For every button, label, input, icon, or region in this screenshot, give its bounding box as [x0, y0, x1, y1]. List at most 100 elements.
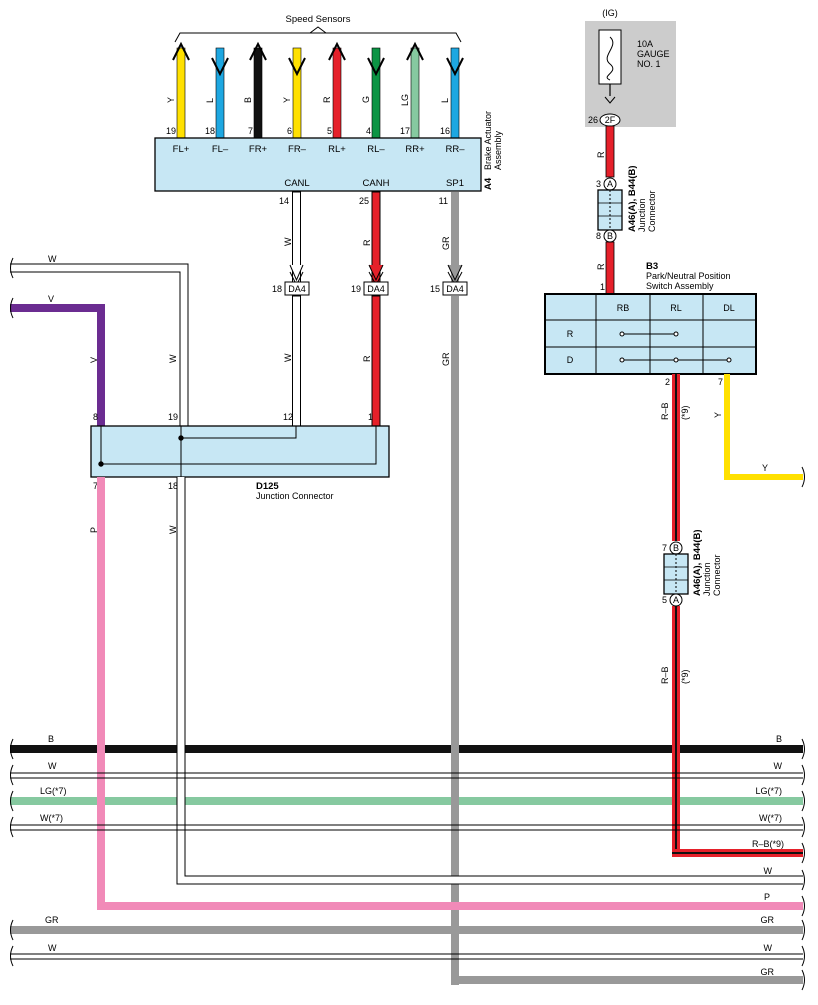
- d125-code: D125: [256, 481, 279, 492]
- jc-bottom-letter-a: A: [673, 595, 679, 605]
- jc-top-code: A46(A), B44(B): [627, 165, 638, 232]
- brake-actuator-name-2: Assembly: [493, 130, 503, 170]
- ig-label: (IG): [602, 8, 618, 18]
- pnp-name-2: Switch Assembly: [646, 281, 714, 291]
- speed-wire-color-2: L: [205, 98, 215, 103]
- sp1-terminal: SP1: [446, 178, 464, 189]
- d125-pin-7: 7: [93, 481, 98, 491]
- bus-b-right-label: B: [776, 734, 782, 744]
- bus-w1-left-label: W: [48, 761, 57, 771]
- d125-pin-19: 19: [168, 412, 178, 422]
- speed-wire-color-5: R: [322, 96, 332, 103]
- speed-sensors-bracket: [174, 26, 462, 43]
- canh-wire-color-top: R: [362, 239, 372, 246]
- bus-rb-right-label: R–B(*9): [752, 839, 784, 849]
- y-output-label: Y: [762, 463, 768, 473]
- p-wire: [97, 477, 803, 910]
- pnp-pin-7: 7: [718, 377, 723, 387]
- canh-wire: [368, 191, 384, 427]
- bus-w1-right-label: W: [774, 761, 783, 771]
- bus-gr2-right-label: GR: [761, 967, 775, 977]
- speed-wire-color-7: LG: [400, 94, 410, 106]
- bus-gr1-left-label: GR: [45, 915, 59, 925]
- y-output-wire: [724, 374, 803, 480]
- da4-connector-19: DA4 19: [351, 281, 389, 296]
- sp1-wire: [447, 192, 803, 985]
- d125-pin-8: 8: [93, 412, 98, 422]
- canh-terminal: CANH: [363, 178, 390, 189]
- fuse-element: [598, 29, 622, 85]
- d125-pin-12: 12: [283, 412, 293, 422]
- jc-top-letter-b: B: [607, 231, 613, 241]
- speed-wire-pin-5: 5: [327, 126, 332, 136]
- brake-actuator-terminals: FL+FL–FR+FR–RL+RL–RR+RR–: [173, 144, 466, 155]
- d125-junction-box: [90, 425, 390, 478]
- junction-connector-bottom: B 7 A 5: [662, 541, 689, 607]
- speed-wire-pin-4: 6: [287, 126, 292, 136]
- speed-wire-pin-2: 18: [205, 126, 215, 136]
- speed-wire-pin-7: 17: [400, 126, 410, 136]
- d125-name: Junction Connector: [256, 491, 334, 501]
- fuse-r-wire-color-2: R: [596, 263, 606, 270]
- bus-lg-left-label: LG(*7): [40, 786, 67, 796]
- pnp-row-r: R: [567, 329, 574, 339]
- bus-lg-right-label: LG(*7): [755, 786, 782, 796]
- brake-actuator-label: A4 Brake Actuator Assembly: [483, 111, 503, 190]
- w-input-label: W: [48, 254, 57, 264]
- y-wire-color: Y: [713, 412, 723, 418]
- actuator-terminal-2: FL–: [212, 144, 229, 155]
- bus-p-right-label: P: [764, 892, 770, 902]
- junction-connector-top-label: A46(A), B44(B) Junction Connector: [627, 165, 657, 232]
- jc-top-name-2: Connector: [647, 190, 657, 232]
- pnp-pin-2: 2: [665, 377, 670, 387]
- brake-actuator-code: A4: [483, 177, 494, 190]
- bus-w2-right-label: W(*7): [759, 813, 782, 823]
- pnp-row-d: D: [567, 355, 574, 365]
- canl-wire-color-top: W: [283, 237, 293, 246]
- fuse-conn-code: 2F: [605, 115, 616, 125]
- da4-label-15: DA4: [446, 284, 464, 294]
- actuator-terminal-3: FR+: [249, 144, 268, 155]
- bus-lg: [10, 796, 803, 806]
- canl-wire: [289, 191, 304, 427]
- junction-connector-bottom-label: A46(A), B44(B) Junction Connector: [692, 529, 722, 596]
- speed-wire-rl-: [367, 47, 385, 139]
- da4-label-19: DA4: [367, 284, 385, 294]
- speed-wire-pin-3: 7: [248, 126, 253, 136]
- bus-ends-left: [10, 738, 14, 967]
- pnp-pin-1: 1: [600, 282, 605, 292]
- canl-pin: 14: [279, 196, 289, 206]
- jc-top-pin-3: 3: [596, 179, 601, 189]
- bus-w3-right-label: W: [764, 943, 773, 953]
- sp1-wire-color-top: GR: [441, 236, 451, 250]
- fuse-r-wire-color-1: R: [596, 151, 606, 158]
- fuse-amp: 10A: [637, 39, 653, 49]
- actuator-terminal-7: RR+: [405, 144, 425, 155]
- fuse-icon: [606, 36, 614, 81]
- rb-wire-color-2: R–B: [660, 666, 670, 684]
- pnp-col-rb: RB: [617, 303, 630, 313]
- fuse-no: NO. 1: [637, 59, 661, 69]
- v-wire-color: V: [89, 357, 99, 363]
- bus-ends-right: [801, 466, 805, 991]
- d125-internal-lines: [98, 426, 377, 477]
- da4-pin-19: 19: [351, 284, 361, 294]
- d125-pin-1: 1: [368, 412, 373, 422]
- bus-gr-1: [10, 926, 803, 934]
- jc-bottom-code: A46(A), B44(B): [692, 529, 703, 596]
- canl-terminal: CANL: [284, 178, 309, 189]
- jc-bottom-pin-7: 7: [662, 543, 667, 553]
- speed-wire-color-4: Y: [282, 97, 292, 103]
- speed-wire-pin-8: 16: [440, 126, 450, 136]
- w-lower-wire: [176, 477, 803, 885]
- bus-w-2: [10, 824, 803, 831]
- fuse-gauge: GAUGE: [637, 49, 670, 59]
- canl-wire-color-mid: W: [283, 353, 293, 362]
- w-input-wire: [10, 257, 189, 426]
- fuse-pin: 26: [588, 115, 598, 125]
- da4-connector-15: DA4 15: [430, 281, 468, 296]
- bus-w3-left-label: W: [48, 943, 57, 953]
- jc-top-letter-a: A: [607, 179, 613, 189]
